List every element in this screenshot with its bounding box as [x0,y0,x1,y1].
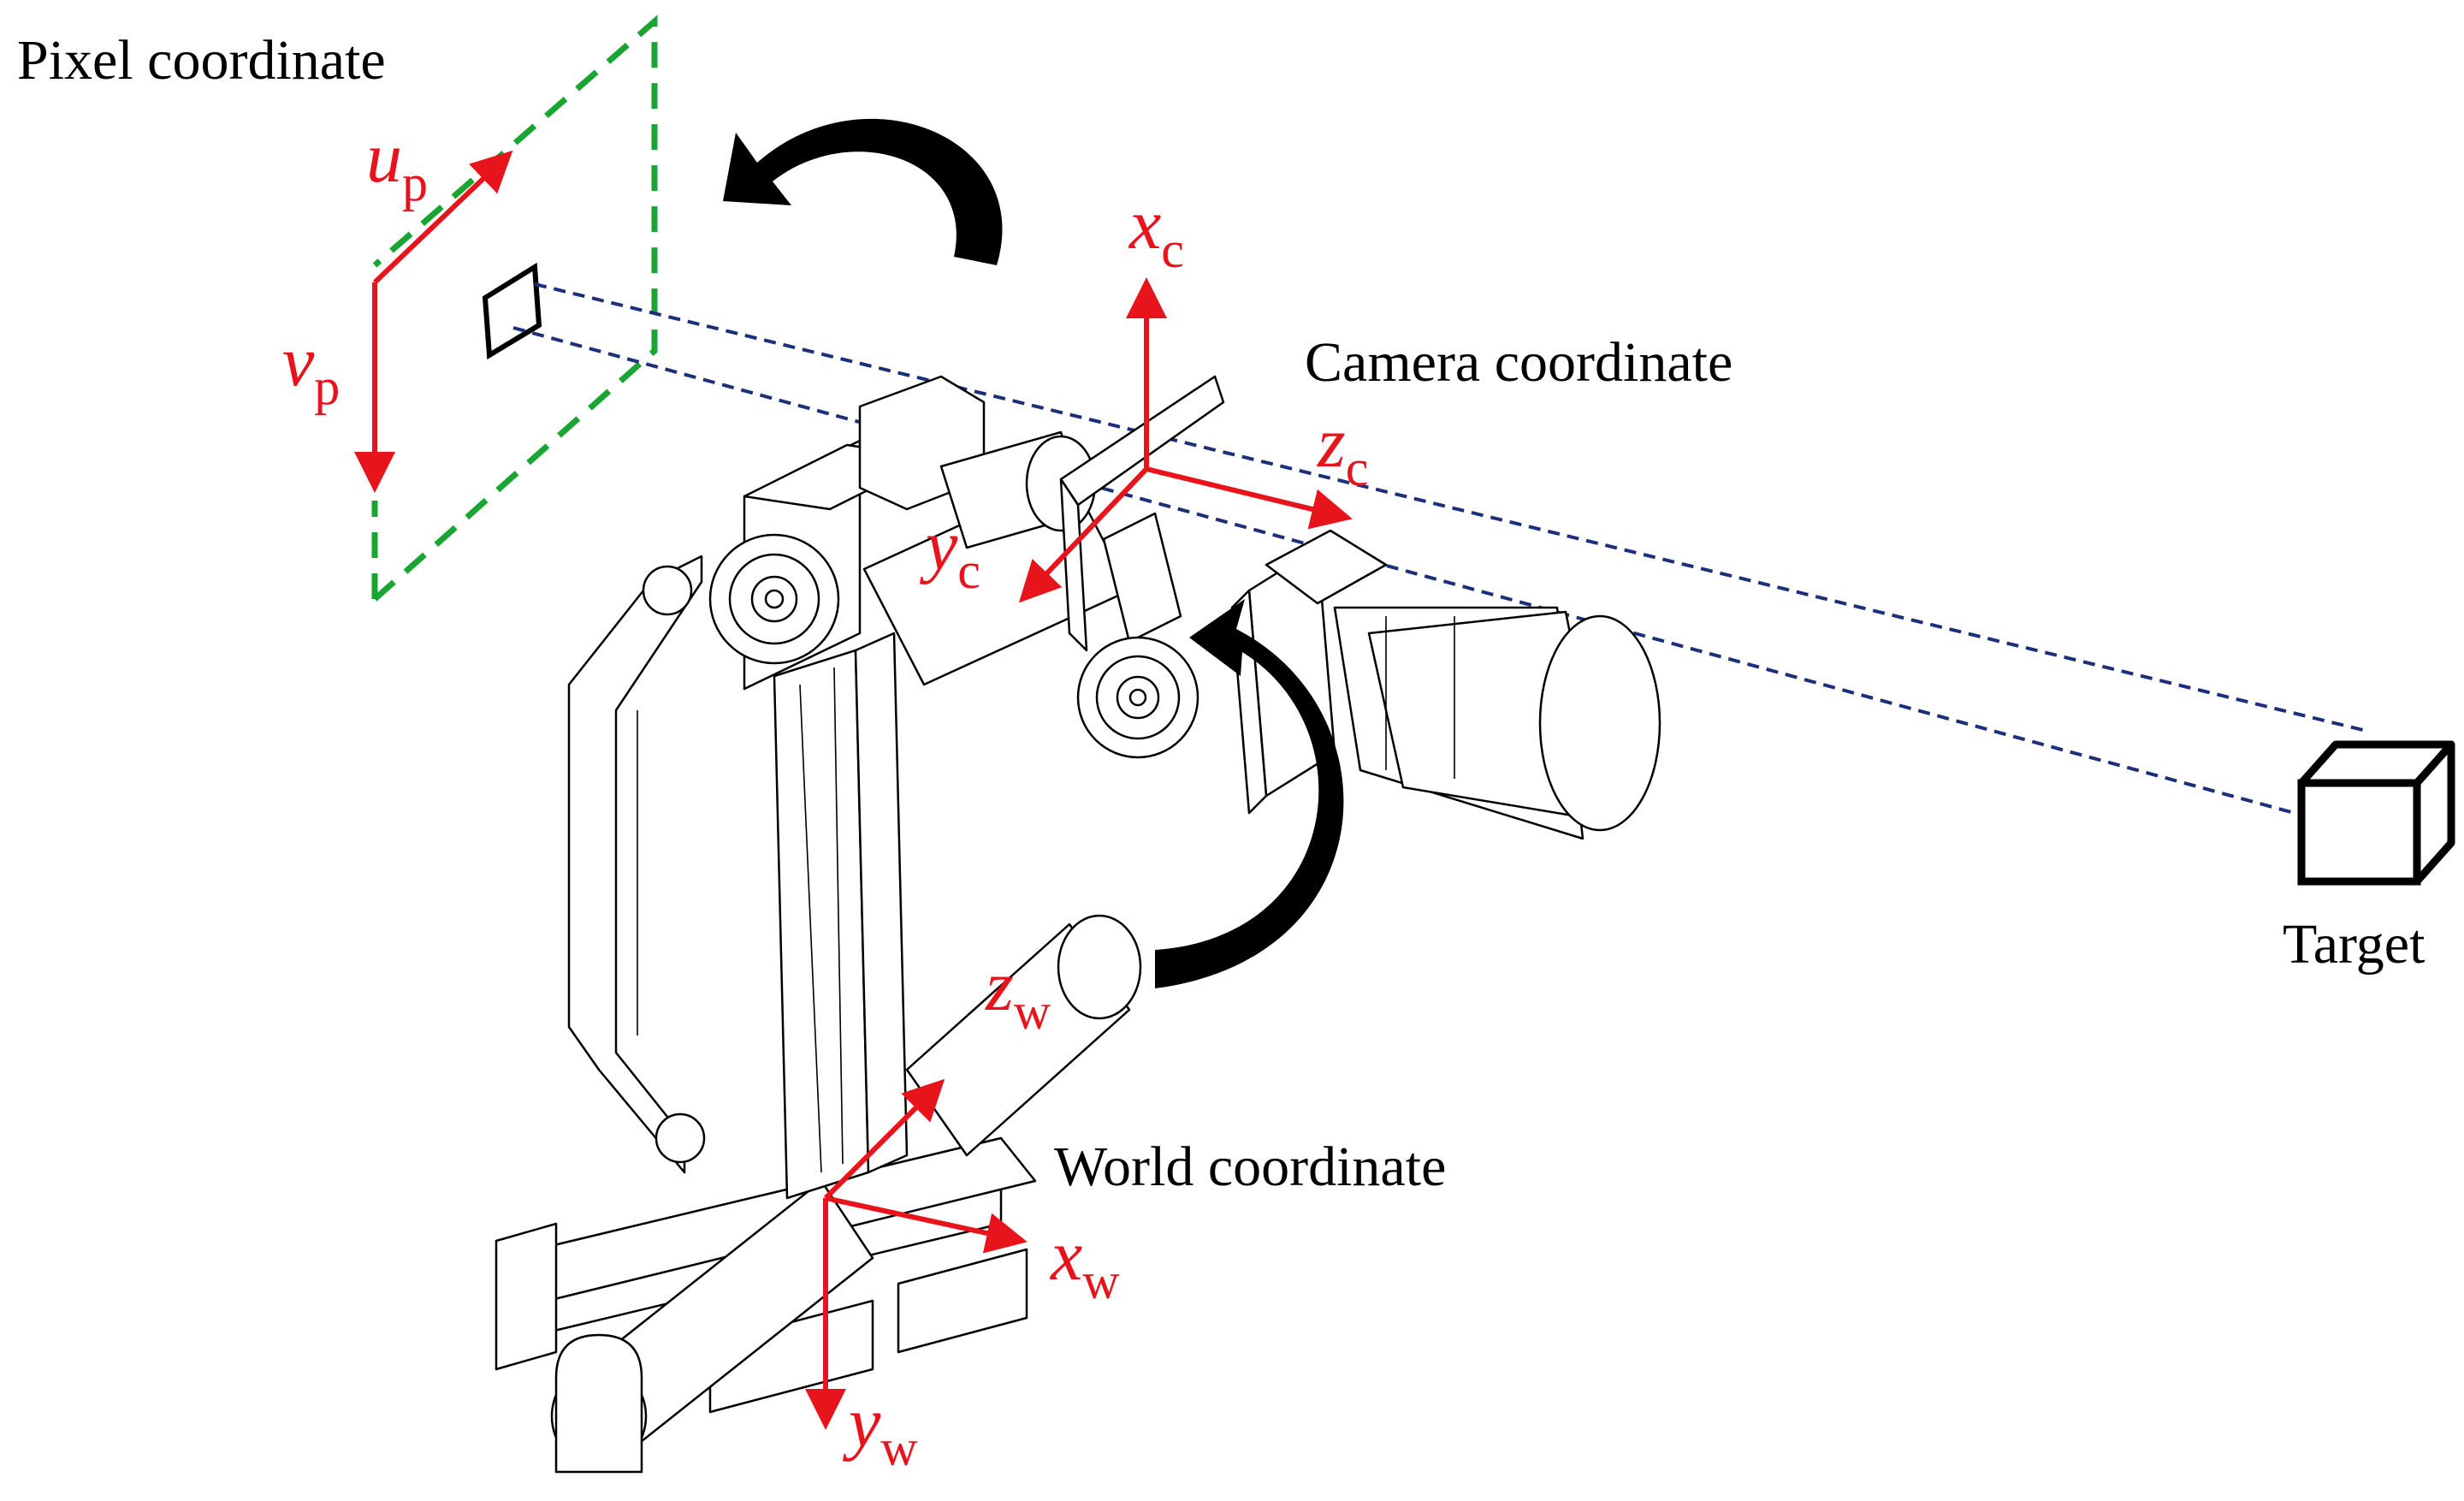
axis-label-xw: xw [1049,1216,1120,1309]
rotation-arrow-right [1155,599,1344,988]
image-projection-box [482,262,542,360]
image-plane [371,15,658,602]
axis-label-yw: yw [842,1383,918,1476]
pixel-axes [354,150,513,493]
world-axes [805,1078,1028,1430]
camera-coordinate-label: Camera coordinate [1305,331,1732,394]
camera-axes [1018,277,1353,603]
axis-label-zw: zw [985,946,1051,1040]
pixel-coordinate-label: Pixel coordinate [17,29,386,92]
axis-label-u: up [366,118,428,211]
target-cube-icon [2297,740,2455,886]
axis-label-v: vp [282,322,340,415]
axis-label-zc: zc [1317,403,1368,496]
robot-mechanism [495,375,1661,1474]
axis-label-yc: yc [919,506,980,599]
axis-label-xc: xc [1128,185,1184,278]
projection-lines [512,282,2371,819]
rotation-arrow-top [723,118,1003,265]
world-coordinate-label: World coordinate [1054,1136,1446,1198]
target-label: Target [2283,913,2425,976]
